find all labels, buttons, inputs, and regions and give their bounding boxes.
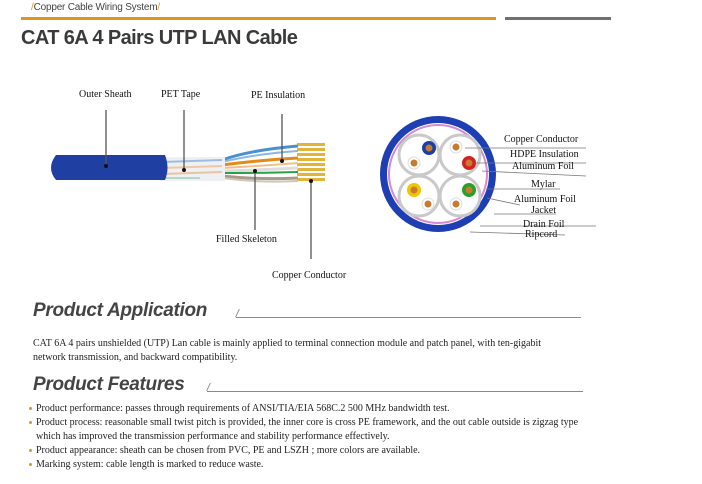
features-list: Product performance: passes through requ… <box>29 402 599 472</box>
cs-label-aluminum-foil-2: Aluminum Foil <box>514 194 576 205</box>
cable-cross-section <box>380 116 596 236</box>
breadcrumb: /Copper Cable Wiring System/ <box>31 2 160 13</box>
application-text: CAT 6A 4 pairs unshielded (UTP) Lan cabl… <box>33 338 542 363</box>
mylar-ring <box>388 124 488 224</box>
pair-yellow <box>397 174 441 218</box>
cs-label-drain-foil: Drain Foil <box>523 219 565 230</box>
breadcrumb-text: Copper Cable Wiring System <box>33 2 158 13</box>
features-heading-rule <box>207 391 583 392</box>
label-filled-skeleton: Filled Skeleton <box>216 234 277 245</box>
features-heading-tick <box>206 383 211 391</box>
pair-blue <box>397 133 441 177</box>
label-outer-sheath: Outer Sheath <box>79 89 132 100</box>
pointer-lines <box>105 110 312 259</box>
pair-red <box>438 133 482 177</box>
breadcrumb-slash-left: / <box>31 2 34 13</box>
feature-item: Product performance: passes through requ… <box>29 402 599 416</box>
feature-text: Product process: reasonable small twist … <box>36 417 579 442</box>
bullet-icon <box>29 421 32 424</box>
header-gray-bar <box>505 17 611 20</box>
cs-label-jacket: Jacket <box>531 205 556 216</box>
bullet-icon <box>29 463 32 466</box>
feature-item: Marking system: cable length is marked t… <box>29 458 599 472</box>
cs-label-hdpe-insulation: HDPE Insulation <box>510 149 579 160</box>
features-heading: Product Features <box>33 374 185 395</box>
bullet-icon <box>29 449 32 452</box>
feature-text: Product performance: passes through requ… <box>36 403 450 414</box>
feature-item: Product process: reasonable small twist … <box>29 416 599 444</box>
application-heading-tick <box>235 309 240 317</box>
bullet-icon <box>29 407 32 410</box>
application-heading: Product Application <box>33 300 208 321</box>
cs-label-aluminum-foil: Aluminum Foil <box>512 161 574 172</box>
label-pe-insulation: PE Insulation <box>251 90 306 101</box>
header-accent-bar <box>21 17 496 20</box>
feature-item: Product appearance: sheath can be chosen… <box>29 444 599 458</box>
feature-text: Product appearance: sheath can be chosen… <box>36 445 421 456</box>
feature-text: Marking system: cable length is marked t… <box>36 459 264 470</box>
cable-side-diagram <box>51 110 325 259</box>
pointer-dots <box>104 159 313 183</box>
breadcrumb-slash-right: / <box>157 2 160 13</box>
cs-label-copper-conductor: Copper Conductor <box>504 134 579 145</box>
label-copper-conductor: Copper Conductor <box>272 270 347 281</box>
label-pet-tape: PET Tape <box>161 89 201 100</box>
application-heading-rule <box>236 317 581 318</box>
cs-label-mylar: Mylar <box>531 179 556 190</box>
pair-green <box>438 174 482 218</box>
cs-label-ripcord: Ripcord <box>525 229 558 240</box>
outer-sheath <box>51 155 168 180</box>
cross-section-leader-lines <box>465 147 596 236</box>
pe-insulated-pairs <box>221 144 299 183</box>
page-title: CAT 6A 4 Pairs UTP LAN Cable <box>21 27 298 49</box>
